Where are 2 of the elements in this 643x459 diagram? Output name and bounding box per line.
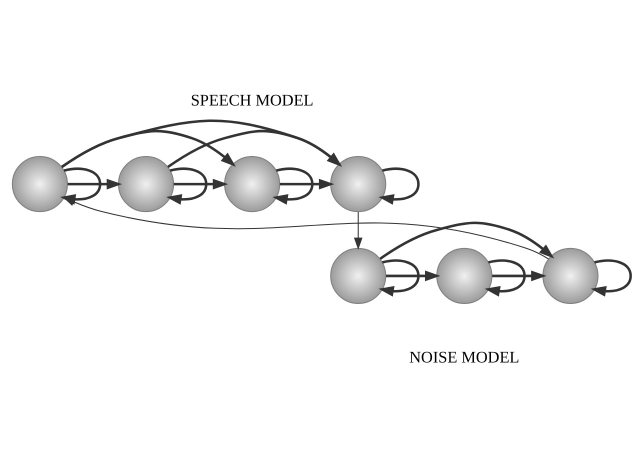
label: NOISE MODEL: [409, 346, 520, 366]
label: SPEECH MODEL: [190, 90, 314, 109]
